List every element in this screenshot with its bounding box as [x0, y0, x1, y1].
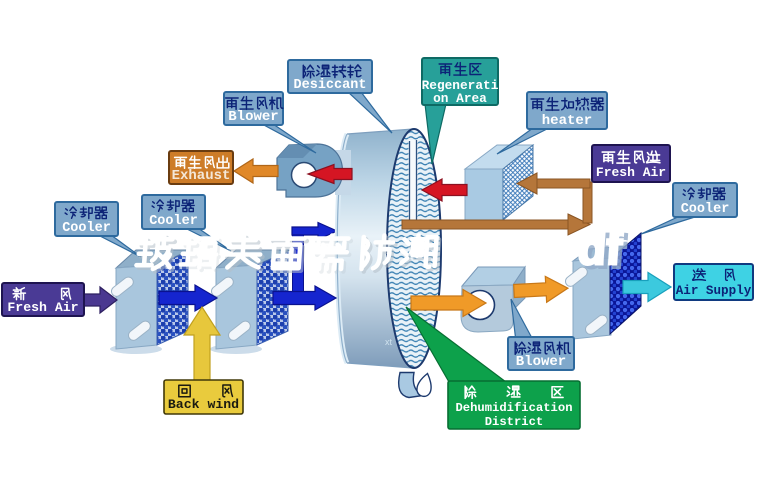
- svg-text:heater: heater: [542, 113, 592, 129]
- svg-text:Cooler: Cooler: [681, 202, 730, 217]
- svg-text:Fresh Air: Fresh Air: [7, 300, 78, 315]
- svg-text:df: df: [580, 226, 628, 278]
- svg-text:Fresh Air: Fresh Air: [596, 165, 666, 180]
- svg-text:Dehumidification: Dehumidification: [455, 401, 572, 415]
- svg-text:Blower: Blower: [228, 109, 278, 125]
- svg-text:xt: xt: [385, 337, 393, 347]
- svg-text:District: District: [485, 415, 544, 429]
- svg-text:Back wind: Back wind: [168, 397, 239, 412]
- svg-text:on Area: on Area: [433, 91, 487, 106]
- svg-text:Desiccant: Desiccant: [294, 78, 367, 93]
- svg-text:Cooler: Cooler: [62, 221, 111, 236]
- svg-text:Blower: Blower: [516, 354, 566, 370]
- svg-text:Regenerati: Regenerati: [422, 78, 499, 93]
- svg-text:Cooler: Cooler: [149, 214, 198, 229]
- svg-text:Air Supply: Air Supply: [676, 284, 752, 298]
- svg-text:df: df: [576, 222, 624, 274]
- svg-text:Exhaust: Exhaust: [172, 168, 231, 184]
